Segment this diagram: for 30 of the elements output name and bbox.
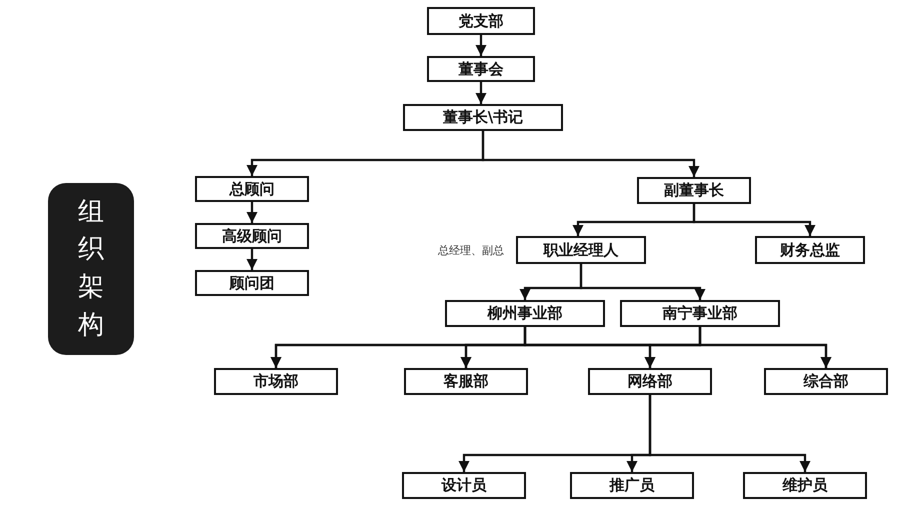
- arrow: [476, 82, 486, 104]
- org-box: 高级顾问: [195, 223, 309, 249]
- org-box: 市场部: [214, 368, 338, 395]
- org-box: 财务总监: [755, 236, 865, 264]
- org-box: 南宁事业部: [620, 300, 780, 327]
- arrow: [648, 395, 810, 472]
- arrow: [580, 264, 706, 300]
- arrow: [698, 327, 832, 368]
- title-panel: [48, 183, 134, 355]
- arrow: [482, 131, 700, 177]
- org-box: 设计员: [402, 472, 526, 499]
- org-box: 维护员: [743, 472, 867, 499]
- org-box: 客服部: [404, 368, 528, 395]
- side-note: 总经理、副总: [438, 242, 504, 258]
- org-box: 综合部: [764, 368, 888, 395]
- org-box: 党支部: [427, 7, 535, 35]
- org-box: 董事长\书记: [403, 104, 563, 131]
- org-box: 顾问团: [195, 270, 309, 296]
- panel-title: 组织架构: [77, 196, 105, 342]
- arrow: [476, 35, 486, 56]
- box-label: 职业经理人: [544, 240, 618, 260]
- arrow: [246, 202, 258, 223]
- org-box: 柳州事业部: [445, 300, 605, 327]
- org-box: 总顾问: [195, 176, 309, 202]
- org-box: 副董事长: [637, 177, 751, 204]
- org-box: 董事会: [427, 56, 535, 82]
- org-box: 推广员: [570, 472, 694, 499]
- org-box: 网络部: [588, 368, 712, 395]
- arrow: [692, 204, 816, 236]
- arrow: [246, 249, 258, 270]
